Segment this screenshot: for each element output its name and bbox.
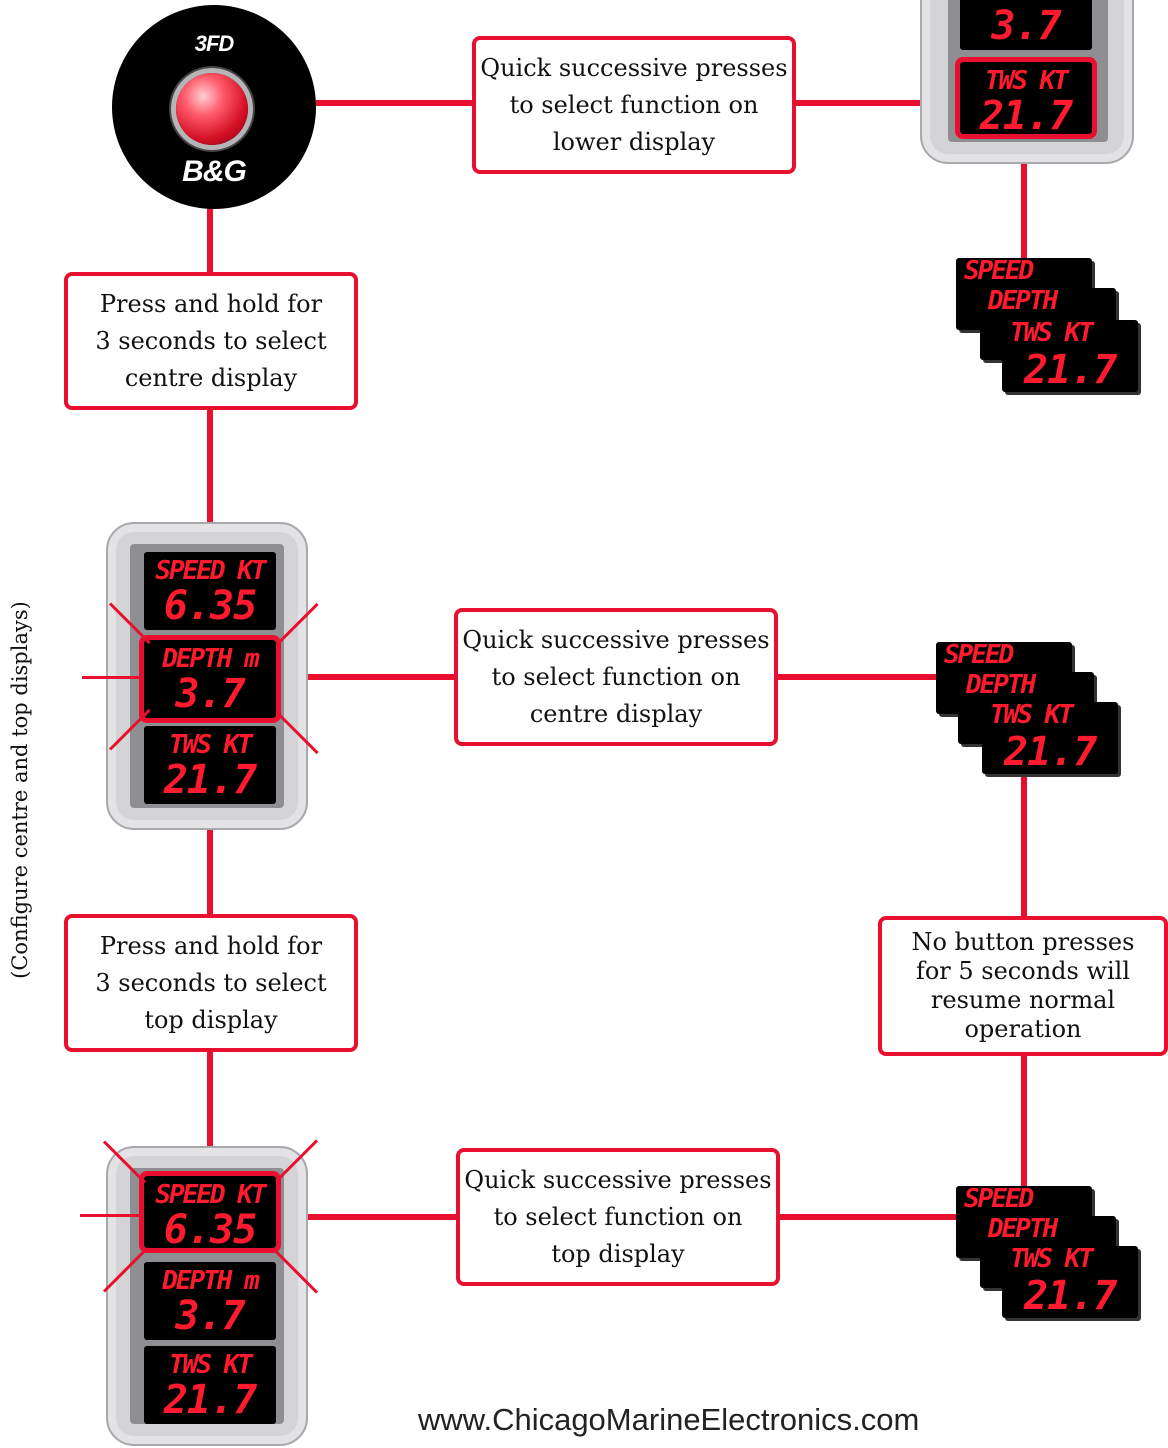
highlight-ray bbox=[80, 1214, 144, 1217]
connector-line bbox=[794, 100, 954, 106]
display-tws: TWS KT 21.7 bbox=[144, 726, 276, 804]
connector-line bbox=[276, 1214, 458, 1220]
connector-line bbox=[207, 408, 213, 524]
3fd-button[interactable]: 3FD B&G bbox=[112, 5, 316, 209]
connector-line bbox=[207, 828, 213, 916]
stack-card-tws: TWS KT 21.7 bbox=[982, 702, 1118, 774]
stack-card-tws: TWS KT 21.7 bbox=[1002, 320, 1138, 392]
connector-line bbox=[207, 1050, 213, 1146]
resume-operation-box: No button presses for 5 seconds will res… bbox=[878, 916, 1168, 1056]
connector-line bbox=[1021, 774, 1027, 918]
centre-display-function-box: Quick successive presses to select funct… bbox=[454, 608, 778, 746]
display-depth-selected: DEPTH m 3.7 bbox=[139, 635, 281, 723]
display-depth: DEPTH m 3.7 bbox=[144, 1262, 276, 1340]
select-top-display-box: Press and hold for 3 seconds to select t… bbox=[64, 914, 358, 1052]
display-tws-selected: TWS KT 21.7 bbox=[955, 57, 1097, 139]
connector-line bbox=[1021, 140, 1027, 262]
connector-line bbox=[778, 1214, 958, 1220]
connector-line bbox=[207, 207, 213, 273]
select-centre-display-box: Press and hold for 3 seconds to select c… bbox=[64, 272, 358, 410]
highlight-ray bbox=[82, 676, 144, 679]
display-tws: TWS KT 21.7 bbox=[144, 1346, 276, 1424]
red-button-knob[interactable] bbox=[176, 73, 248, 145]
top-display-function-box: Quick successive presses to select funct… bbox=[456, 1148, 780, 1286]
model-label: 3FD bbox=[194, 31, 235, 56]
connector-line bbox=[316, 100, 474, 106]
lower-display-function-box: Quick successive presses to select funct… bbox=[472, 36, 796, 174]
display-speed-selected: SPEED KT 6.35 bbox=[139, 1171, 281, 1253]
display-depth: DEPTH m 3.7 bbox=[960, 0, 1092, 50]
connector-line bbox=[280, 674, 456, 680]
connector-line bbox=[1021, 1054, 1027, 1188]
side-label: (Configure centre and top displays) bbox=[8, 601, 32, 979]
brand-logo: B&G bbox=[182, 155, 247, 188]
connector-line bbox=[776, 674, 942, 680]
display-speed: SPEED KT 6.35 bbox=[144, 552, 276, 630]
website-url[interactable]: www.ChicagoMarineElectronics.com bbox=[418, 1402, 920, 1437]
stack-card-tws: TWS KT 21.7 bbox=[1002, 1246, 1138, 1318]
